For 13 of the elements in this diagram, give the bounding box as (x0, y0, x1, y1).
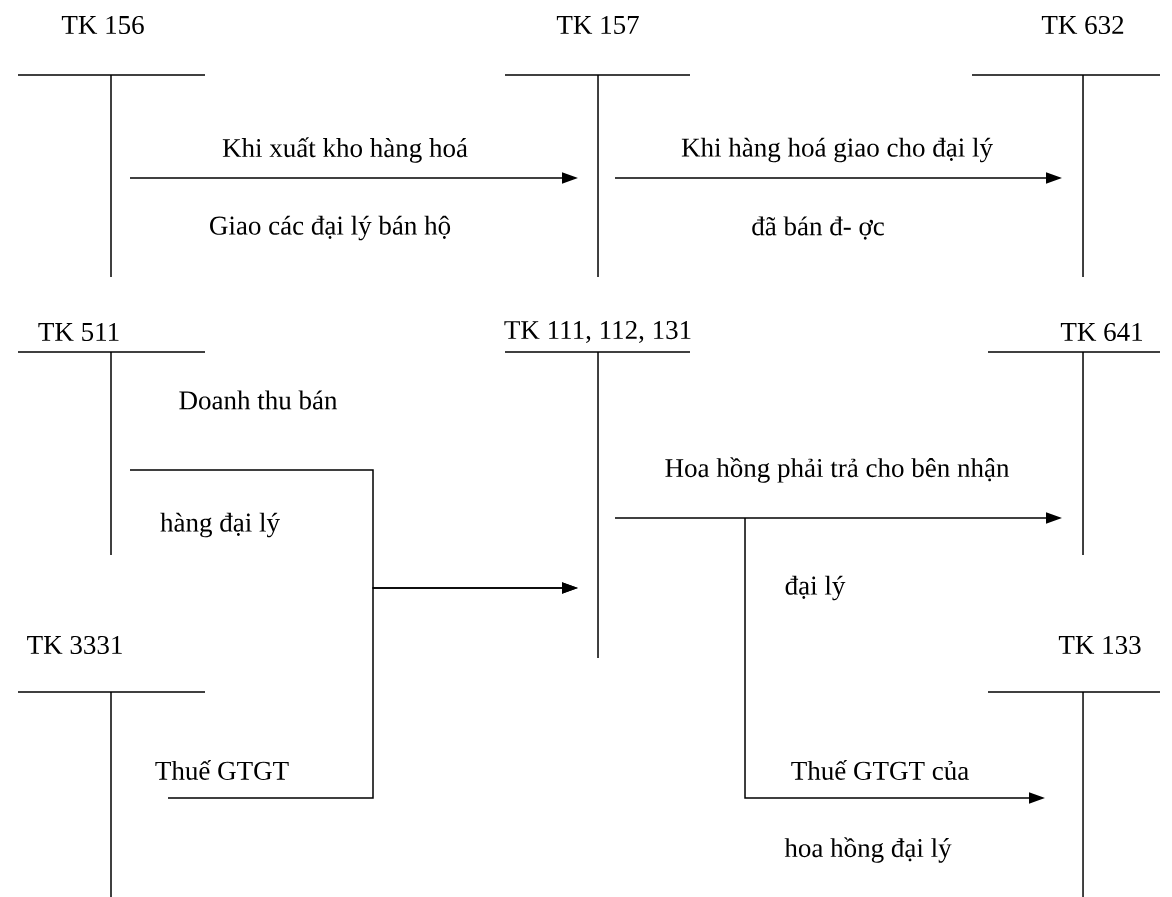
note-text: đại lý (785, 575, 846, 601)
t-account: TK 156 (17, 15, 206, 278)
edge-label: Doanh thu bán (179, 390, 338, 410)
edge-label: Hoa hồng phải trả cho bên nhận (665, 457, 1010, 483)
note-text: hoa hồng đại lý (784, 837, 952, 863)
note-text: đã bán đ- ợc (752, 216, 884, 240)
edge-label: Thuế GTGT của (791, 760, 969, 780)
note-text: Giao các đại lý bán hộ (210, 215, 451, 241)
edge-label: Khi hàng hoá giao cho đại lý (681, 137, 993, 163)
edge-label: Khi xuất kho hàng hoá (222, 137, 468, 163)
t-account: TK 133 (987, 635, 1161, 897)
note-text: hàng đại lý (160, 512, 280, 538)
edge-label: Thuế GTGT (155, 760, 289, 780)
